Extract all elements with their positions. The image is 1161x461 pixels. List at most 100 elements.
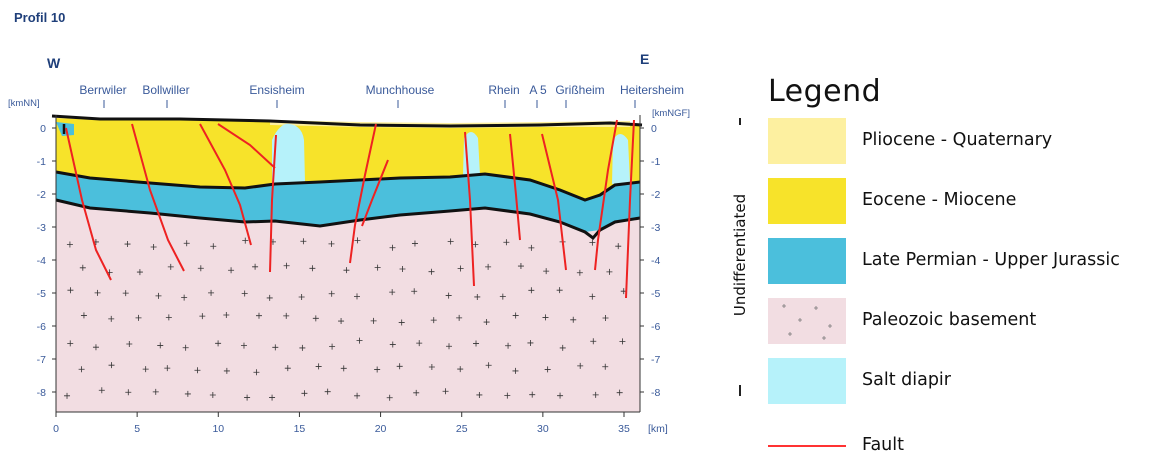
boundary-eocene-base [55, 170, 641, 202]
y-tick-label-right: 0 [651, 123, 657, 135]
y-tick-label-right: -5 [651, 288, 660, 300]
basement-cross [244, 394, 251, 401]
x-tick-label: 0 [53, 423, 59, 435]
fault [269, 134, 277, 273]
basement-cross [354, 293, 361, 300]
undifferentiated-text: Undifferentiated [731, 190, 749, 320]
basement-cross [556, 287, 563, 294]
basement-cross [338, 318, 345, 325]
basement-cross [446, 343, 453, 350]
y-tick-label-left: 0 [40, 123, 46, 135]
basement-cross [543, 268, 550, 275]
location-label: Berrwiler [79, 83, 126, 97]
basement-cross [340, 365, 347, 372]
basement-cross [499, 293, 506, 300]
basement-cross [182, 344, 189, 351]
basement-cross [505, 342, 512, 349]
salt-diapir-heitersheim [612, 134, 630, 184]
y-tick-label-right: -1 [651, 156, 660, 168]
basement-cross [312, 315, 319, 322]
basement-cross [442, 388, 449, 395]
basement-cross [447, 238, 454, 245]
basement-cross [517, 263, 524, 270]
fault [594, 119, 618, 271]
fault [131, 123, 185, 272]
basement-cross [542, 314, 549, 321]
basement-cross [570, 316, 577, 323]
left-unit-label: [kmNN] [8, 98, 40, 109]
fault [199, 123, 252, 246]
basement-cross [615, 243, 622, 250]
location-label: Ensisheim [249, 83, 304, 97]
basement-cross [124, 241, 131, 248]
basement-cross [343, 267, 350, 274]
basement-cross [428, 268, 435, 275]
y-tick-label-right: -2 [651, 189, 660, 201]
legend-swatch-paleozoic-basement [768, 298, 846, 344]
basement-cross [473, 340, 480, 347]
legend-swatch-fault [768, 445, 846, 447]
location-label: Bollwiller [142, 83, 189, 97]
basement-cross [457, 265, 464, 272]
basement-cross [445, 292, 452, 299]
y-tick-label-left: -3 [37, 222, 46, 234]
basement-cross [80, 312, 87, 319]
x-tick-label: 25 [456, 423, 468, 435]
legend-label-paleozoic-basement: Paleozoic basement [862, 310, 1037, 330]
y-tick-label-left: -6 [37, 321, 46, 333]
undifferentiated-bracket: Undifferentiated [730, 118, 750, 396]
basement-cross [94, 289, 101, 296]
basement-cross [529, 391, 536, 398]
basement-cross [167, 263, 174, 270]
right-unit-label: [kmNGF] [652, 108, 690, 119]
basement-cross [122, 290, 129, 297]
basement-cross [272, 344, 279, 351]
basement-cross [528, 244, 535, 251]
basement-cross [98, 387, 105, 394]
basement-cross [483, 319, 490, 326]
fault [65, 127, 112, 281]
faults [65, 119, 635, 299]
eocene-miocene-layer [56, 118, 640, 200]
basement-cross [619, 338, 626, 345]
x-tick-label: 30 [537, 423, 549, 435]
basement-cross [79, 264, 86, 271]
legend-swatch-late-permian-jurassic [768, 238, 846, 284]
basement-cross [374, 366, 381, 373]
basement-cross [386, 394, 393, 401]
y-tick-label-right: -8 [651, 387, 660, 399]
basement-cross [413, 389, 420, 396]
basement-cross [476, 391, 483, 398]
legend-swatch-pliocene-quaternary [768, 118, 846, 164]
legend: Legend Undifferentiated Pliocene - Quate… [730, 70, 1150, 460]
basement-cross [228, 267, 235, 274]
fault [625, 119, 635, 299]
basement-cross [223, 312, 230, 319]
basement-cross [456, 314, 463, 321]
basement-cross [309, 265, 316, 272]
basement-cross [512, 367, 519, 374]
basement-cross [242, 237, 249, 244]
basement-cross [197, 265, 204, 272]
legend-title: Legend [768, 74, 882, 109]
x-tick-label: 5 [134, 423, 140, 435]
basement-cross [269, 394, 276, 401]
boundary-top [51, 114, 643, 128]
basement-cross [157, 342, 164, 349]
location-label: Heitersheim [620, 83, 684, 97]
basement-cross [67, 287, 74, 294]
legend-label-pliocene-quaternary: Pliocene - Quaternary [862, 130, 1053, 150]
fault [509, 133, 521, 241]
basement-cross [183, 240, 190, 247]
basement-cross [512, 312, 519, 319]
basement-cross [150, 244, 157, 251]
salt-diapir-ensisheim [272, 123, 305, 184]
basement-cross [255, 312, 262, 319]
basement-cross [64, 392, 71, 399]
basement-cross [199, 313, 206, 320]
x-tick-label: 20 [375, 423, 387, 435]
legend-label-late-permian-jurassic: Late Permian - Upper Jurassic [862, 250, 1120, 270]
basement-cross [78, 366, 85, 373]
x-tick-label: 10 [212, 423, 224, 435]
